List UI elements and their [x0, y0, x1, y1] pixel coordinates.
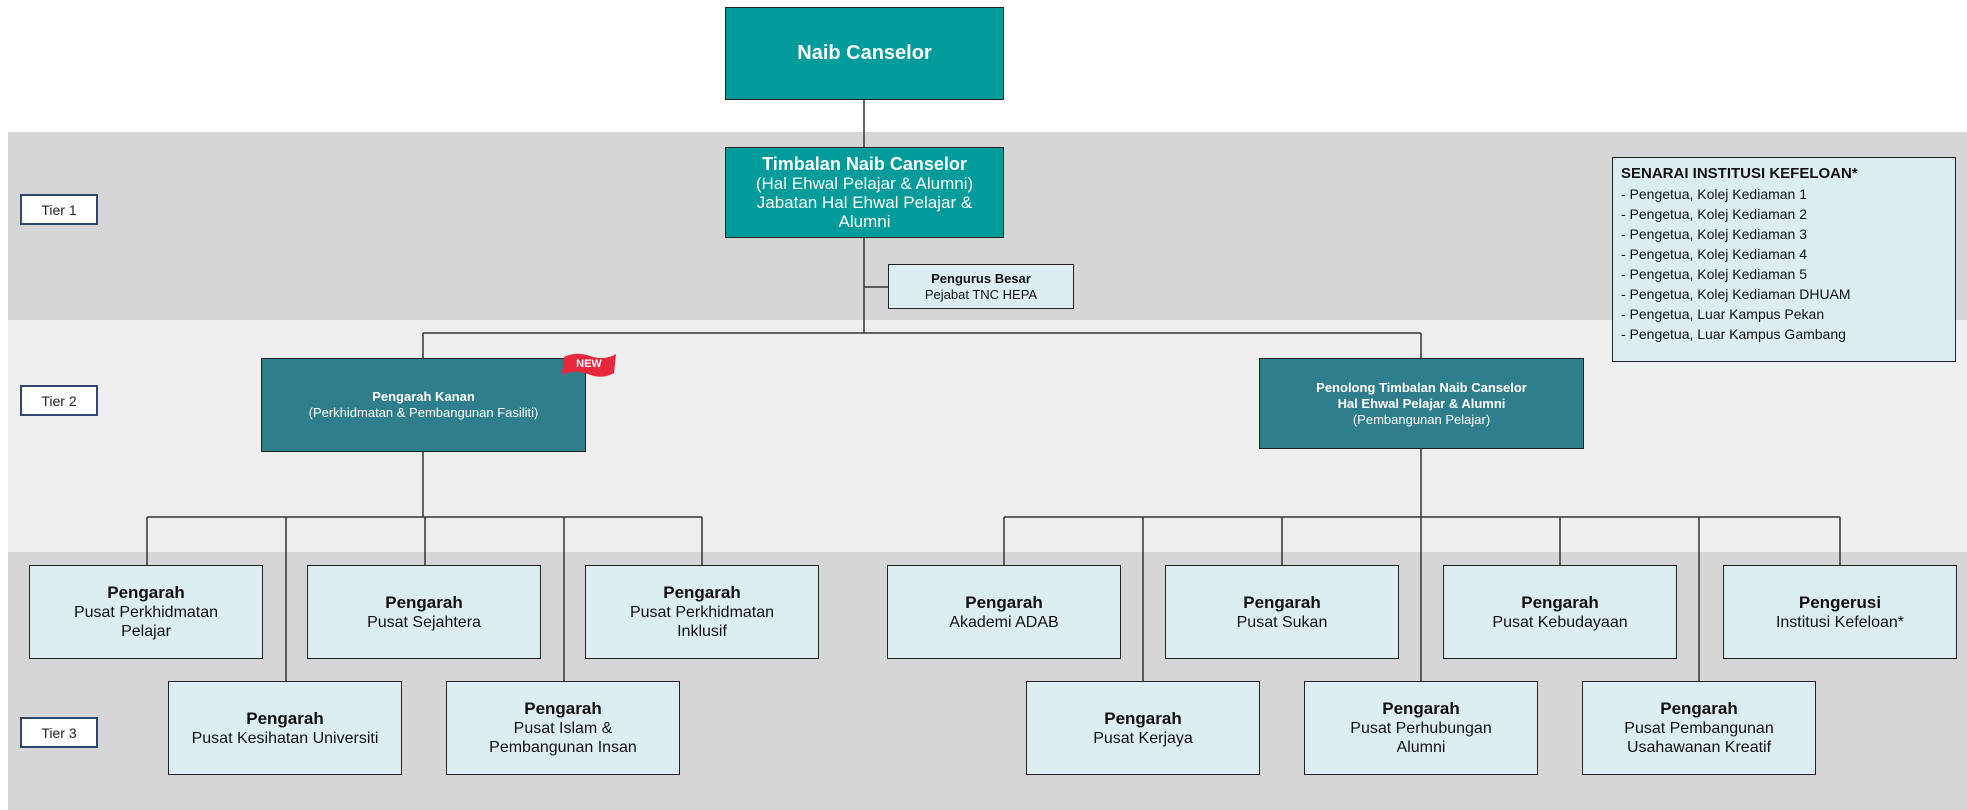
director-line: Institusi Kefeloan* [1775, 613, 1905, 631]
director-line: Pusat Kerjaya [1093, 729, 1193, 747]
director-title: Pengarah [1243, 592, 1321, 612]
pengarah-pusat-sejahtera[interactable]: Pengarah Pusat Sejahtera [307, 565, 541, 659]
pengurus-besar-box[interactable]: Pengurus Besar Pejabat TNC HEPA [888, 264, 1074, 309]
pengurus-besar-title: Pengurus Besar [931, 270, 1031, 286]
director-line: Pelajar [121, 623, 171, 640]
director-line: Pusat Perhubungan [1350, 720, 1492, 737]
director-title: Pengarah [1521, 592, 1599, 612]
list-item: - Pengetua, Luar Kampus Pekan [1621, 306, 1825, 322]
pengarah-pusat-perkhidmatan-inklusif[interactable]: Pengarah Pusat Perkhidmatan Inklusif [585, 565, 819, 659]
tnc-line: Alumni [838, 212, 891, 231]
director-line: Alumni [1396, 739, 1446, 756]
tnc-box[interactable]: Timbalan Naib Canselor (Hal Ehwal Pelaja… [725, 147, 1004, 238]
tier-2-label: Tier 2 [20, 385, 98, 416]
pengarah-kanan-sub: (Perkhidmatan & Pembangunan Fasiliti) [308, 405, 539, 420]
list-item: - Pengetua, Kolej Kediaman 5 [1621, 266, 1808, 282]
director-line: Inklusif [677, 623, 727, 640]
pengarah-pusat-kerjaya[interactable]: Pengarah Pusat Kerjaya [1026, 681, 1260, 775]
director-title: Pengarah [107, 583, 185, 602]
director-title: Pengarah [1104, 708, 1182, 728]
tnc-line: Jabatan Hal Ehwal Pelajar & [756, 193, 973, 212]
pengurus-besar-sub: Pejabat TNC HEPA [924, 286, 1038, 302]
penolong-tnc-sub2: (Pembangunan Pelajar) [1352, 411, 1491, 427]
pengarah-pusat-kesihatan-universiti[interactable]: Pengarah Pusat Kesihatan Universiti [168, 681, 402, 775]
pengarah-pusat-pembangunan-usahawanan[interactable]: Pengarah Pusat Pembangunan Usahawanan Kr… [1582, 681, 1816, 775]
director-line: Pusat Sukan [1236, 613, 1328, 631]
director-title: Pengarah [965, 592, 1043, 612]
list-item: - Pengetua, Kolej Kediaman DHUAM [1621, 286, 1851, 302]
pengarah-pusat-perkhidmatan-pelajar[interactable]: Pengarah Pusat Perkhidmatan Pelajar [29, 565, 263, 659]
pengarah-pusat-kebudayaan[interactable]: Pengarah Pusat Kebudayaan [1443, 565, 1677, 659]
penolong-tnc-title: Penolong Timbalan Naib Canselor [1316, 379, 1527, 395]
director-line: Akademi ADAB [949, 613, 1059, 631]
pengarah-akademi-adab[interactable]: Pengarah Akademi ADAB [887, 565, 1121, 659]
pengerusi-institusi-kefeloan[interactable]: Pengerusi Institusi Kefeloan* [1723, 565, 1957, 659]
new-badge-icon [562, 353, 616, 377]
director-line: Pusat Sejahtera [367, 613, 481, 631]
director-line: Pembangunan Insan [489, 739, 637, 756]
director-title: Pengarah [1660, 699, 1738, 718]
list-item: - Pengetua, Kolej Kediaman 2 [1621, 206, 1808, 222]
list-item: - Pengetua, Kolej Kediaman 4 [1621, 246, 1808, 262]
director-title: Pengarah [524, 699, 602, 718]
director-line: Pusat Pembangunan [1624, 720, 1774, 737]
director-title: Pengarah [385, 592, 463, 612]
director-line: Pusat Kesihatan Universiti [191, 729, 379, 747]
tier-1-label: Tier 1 [20, 194, 98, 225]
director-line: Pusat Perkhidmatan [73, 604, 219, 621]
list-item: - Pengetua, Luar Kampus Gambang [1621, 326, 1846, 342]
director-line: Pusat Islam & [513, 720, 613, 737]
director-title: Pengarah [1382, 699, 1460, 718]
list-item: - Pengetua, Kolej Kediaman 1 [1621, 186, 1808, 202]
director-title: Pengarah [663, 583, 741, 602]
naib-canselor-box[interactable]: Naib Canselor [725, 7, 1004, 100]
pengarah-pusat-perhubungan-alumni[interactable]: Pengarah Pusat Perhubungan Alumni [1304, 681, 1538, 775]
pengarah-pusat-sukan[interactable]: Pengarah Pusat Sukan [1165, 565, 1399, 659]
director-line: Pusat Perkhidmatan [629, 604, 775, 621]
director-line: Usahawanan Kreatif [1626, 739, 1772, 756]
naib-canselor-title: Naib Canselor [797, 42, 932, 64]
director-line: Pusat Kebudayaan [1492, 613, 1628, 631]
list-title: SENARAI INSTITUSI KEFELOAN* [1621, 165, 1858, 182]
tnc-line: (Hal Ehwal Pelajar & Alumni) [755, 174, 974, 193]
tnc-title: Timbalan Naib Canselor [762, 154, 967, 174]
director-title: Pengerusi [1798, 592, 1882, 612]
institusi-kefeloan-list: SENARAI INSTITUSI KEFELOAN* - Pengetua, … [1612, 157, 1956, 362]
tier-3-label: Tier 3 [20, 717, 98, 748]
penolong-tnc-sub1: Hal Ehwal Pelajar & Alumni [1337, 395, 1506, 411]
list-item: - Pengetua, Kolej Kediaman 3 [1621, 226, 1808, 242]
pengarah-kanan-title: Pengarah Kanan [372, 389, 475, 404]
pengarah-pusat-islam[interactable]: Pengarah Pusat Islam & Pembangunan Insan [446, 681, 680, 775]
new-badge-label: NEW [576, 358, 602, 370]
pengarah-kanan-box[interactable]: Pengarah Kanan (Perkhidmatan & Pembangun… [261, 358, 586, 452]
penolong-tnc-box[interactable]: Penolong Timbalan Naib Canselor Hal Ehwa… [1259, 358, 1584, 449]
director-title: Pengarah [246, 708, 324, 728]
